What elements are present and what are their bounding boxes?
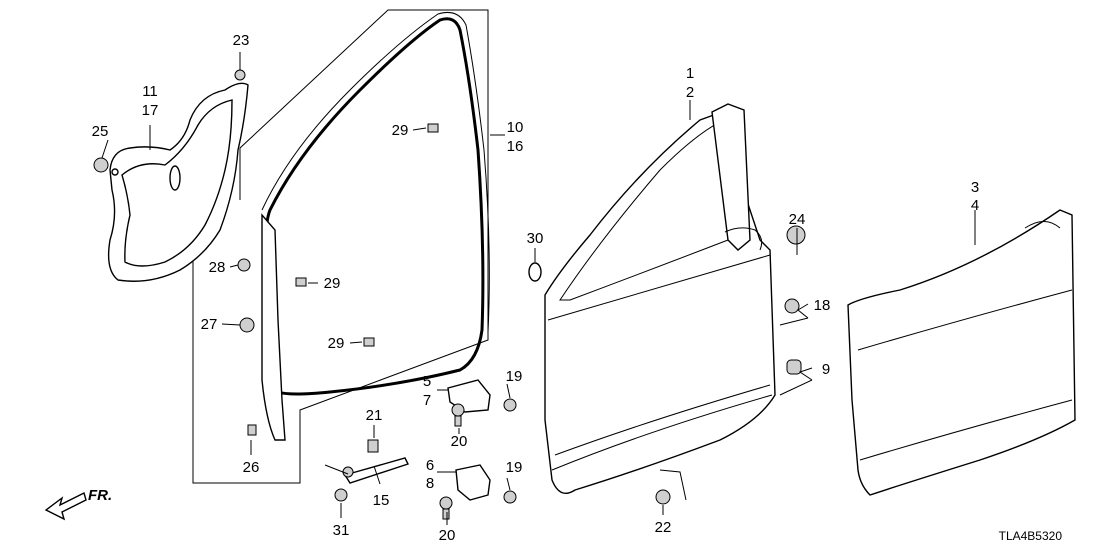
- callout-23: 23: [233, 32, 250, 49]
- callout-27: 27: [201, 316, 218, 333]
- weatherstrip-group-frame: [192, 9, 489, 484]
- callout-17: 17: [142, 102, 159, 119]
- door-hole-seal-part: [107, 82, 249, 282]
- callout-19-upper: 19: [506, 368, 523, 385]
- callout-4: 4: [971, 197, 979, 214]
- callout-11: 11: [142, 83, 158, 100]
- front-arrow-icon: [44, 491, 87, 521]
- callout-3: 3: [971, 179, 979, 196]
- front-direction-indicator: FR.: [44, 487, 112, 521]
- callout-21: 21: [366, 407, 383, 424]
- door-weatherstrip-part: [261, 11, 490, 441]
- callout-10: 10: [507, 119, 524, 136]
- hinge-upper-part: [447, 379, 517, 427]
- hinge-lower-part: [439, 464, 517, 520]
- callout-20-upper: 20: [451, 433, 468, 450]
- callout-19-lower: 19: [506, 459, 523, 476]
- callout-7: 7: [423, 392, 431, 409]
- callout-22: 22: [655, 519, 672, 536]
- callout-9: 9: [822, 361, 830, 378]
- leader-lines: [101, 52, 976, 525]
- callout-20-lower: 20: [439, 527, 456, 544]
- callout-5: 5: [423, 373, 431, 390]
- door-checker-part: [334, 439, 409, 502]
- front-door-assembly-part: [544, 103, 776, 494]
- callout-6: 6: [426, 457, 434, 474]
- callout-1: 1: [686, 65, 694, 82]
- callout-29-top: 29: [392, 122, 409, 139]
- fasteners: [93, 69, 806, 505]
- door-outer-skin-part: [847, 209, 1076, 496]
- callout-labels: 1 2 3 4 5 6 7 8 9 10 11 15 16 17 18 19 1…: [92, 32, 980, 544]
- callout-26: 26: [243, 459, 260, 476]
- callout-31: 31: [333, 522, 350, 539]
- diagram-code: TLA4B5320: [999, 529, 1063, 543]
- callout-28: 28: [209, 259, 226, 276]
- callout-18: 18: [814, 297, 831, 314]
- callout-25: 25: [92, 123, 109, 140]
- callout-2: 2: [686, 84, 694, 101]
- callout-24: 24: [789, 211, 806, 228]
- callout-8: 8: [426, 475, 434, 492]
- front-direction-label: FR.: [88, 487, 112, 504]
- callout-15: 15: [373, 492, 390, 509]
- callout-16: 16: [507, 138, 524, 155]
- callout-29-bottom: 29: [328, 335, 345, 352]
- callout-29-middle: 29: [324, 275, 341, 292]
- callout-30: 30: [527, 230, 544, 247]
